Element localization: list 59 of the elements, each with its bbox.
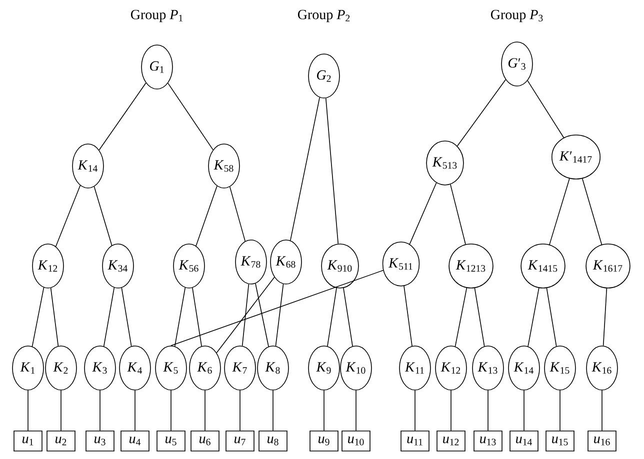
tree-line [94, 186, 112, 246]
leaf-box: u$_{2}$ [46, 430, 76, 452]
tree-line [216, 276, 275, 354]
tree-line [174, 287, 186, 347]
tree-line [168, 82, 214, 150]
tree-line [170, 270, 384, 346]
tree-line [275, 284, 284, 346]
leaf-box: u$_{13}$ [474, 430, 502, 452]
tree-line [409, 182, 437, 245]
tree-line [170, 390, 172, 431]
group-label: Group P$_{2}$ [298, 10, 350, 22]
leaf-box: u$_{3}$ [86, 430, 114, 452]
tree-line [602, 288, 608, 346]
leaf-box: u$_{15}$ [546, 430, 574, 452]
tree-line [103, 287, 115, 347]
leaf-box: u$_{14}$ [510, 430, 538, 452]
tree-line [474, 288, 485, 347]
tree-line [192, 287, 202, 347]
leaf-box: u$_{16}$ [588, 430, 616, 452]
group-label: Group P$_{3}$ [490, 10, 543, 22]
tree-line [134, 390, 136, 431]
tree-line [325, 98, 339, 244]
leaf-box: u$_{1}$ [14, 430, 42, 452]
tree-line [255, 283, 269, 347]
leaf-box: u$_{12}$ [436, 430, 466, 452]
tree-line [454, 288, 468, 347]
leaf-box: u$_{10}$ [342, 430, 370, 452]
group-label: Group P$_{1}$ [130, 10, 183, 22]
tree-line [242, 284, 250, 346]
tree-line [327, 288, 337, 347]
tree-line [290, 97, 320, 241]
tree-line [582, 178, 602, 245]
tree-line [456, 79, 506, 146]
tree-line [98, 82, 146, 150]
leaf-box: u$_{4}$ [120, 430, 150, 452]
tree-line [527, 80, 564, 138]
tree-line [549, 178, 570, 245]
tree-line [204, 390, 206, 431]
leaf-box: u$_{11}$ [400, 430, 430, 452]
tree-line [343, 288, 353, 347]
tree-line [60, 390, 62, 431]
tree-line [404, 286, 412, 346]
tree-line [450, 390, 452, 431]
tree-line [121, 287, 132, 347]
leaf-box: u$_{5}$ [156, 430, 186, 452]
tree-line [546, 288, 557, 347]
tree-line [450, 184, 466, 245]
leaf-box: u$_{8}$ [258, 430, 288, 452]
tree-line [414, 390, 416, 431]
tree-line [50, 288, 59, 346]
leaf-box: u$_{9}$ [310, 430, 338, 452]
tree-line [196, 186, 218, 246]
tree-line [32, 287, 44, 347]
tree-line [55, 185, 81, 247]
tree-line [528, 288, 540, 347]
leaf-box: u$_{7}$ [226, 430, 254, 452]
tree-line [229, 186, 246, 242]
leaf-box: u$_{6}$ [190, 430, 220, 452]
tree-line [272, 390, 274, 431]
